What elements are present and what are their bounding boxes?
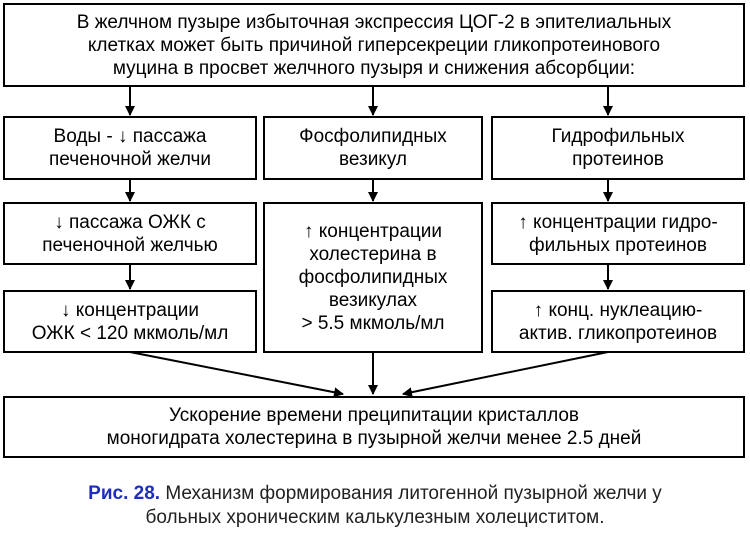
col2-box-1-line-2: везикул bbox=[338, 149, 408, 170]
col1-box-1: Воды - ↓ пассажа печеночной желчи bbox=[3, 116, 257, 180]
figure-caption: Рис. 28. Механизм формирования литогенно… bbox=[0, 482, 750, 530]
col1-box-3: ↓ концентрации ОЖК < 120 мкмоль/мл bbox=[3, 290, 257, 353]
col1-box-2-line-2: печеночной желчью bbox=[42, 234, 218, 256]
caption-line-2: больных хроническим калькулезным холецис… bbox=[145, 507, 605, 528]
col2-box-2: ↑ концентрации холестерина в фосфолипидн… bbox=[263, 202, 483, 353]
bottom-box: Ускорение времени преципитации кристалло… bbox=[3, 396, 745, 458]
arrow-col1-to-bottom bbox=[129, 351, 344, 398]
bottom-line-2: моногидрата холестерина в пузырной желчи… bbox=[106, 428, 642, 449]
col2-box-2-line-5: > 5.5 мкмоль/мл bbox=[301, 313, 445, 334]
col1-box-1-line-1: Воды - ↓ пассажа bbox=[53, 126, 207, 147]
col2-box-2-line-1: ↑ концентрации bbox=[303, 221, 443, 242]
col3-box-1: Гидрофильных протеинов bbox=[491, 116, 745, 180]
col1-box-2-line-1: ↓ пассажа ОЖК с bbox=[54, 211, 206, 233]
col3-box-2-line-1: ↑ концентрации гидро- bbox=[518, 211, 718, 233]
col3-box-2-line-2: фильных протеинов bbox=[528, 234, 707, 256]
figure-label: Рис. 28. bbox=[88, 483, 161, 504]
top-line-3: муцина в просвет желчного пузыря и сниже… bbox=[112, 57, 636, 79]
col1-box-1-line-2: печеночной желчи bbox=[48, 149, 211, 170]
col2-box-1: Фосфолипидных везикул bbox=[263, 116, 483, 180]
col1-box-3-line-1: ↓ концентрации bbox=[60, 299, 200, 321]
col3-box-1-line-1: Гидрофильных bbox=[551, 126, 685, 147]
col2-box-2-line-4: везикулах bbox=[328, 290, 418, 311]
caption-line-1: Рис. 28. Механизм формирования литогенно… bbox=[0, 482, 750, 506]
col3-box-3-line-2: актив. гликопротеинов bbox=[518, 322, 718, 344]
col3-box-3: ↑ конц. нуклеацию- актив. гликопротеинов bbox=[491, 290, 745, 353]
col1-box-3-line-2: ОЖК < 120 мкмоль/мл bbox=[31, 322, 229, 344]
top-line-2: клетках может быть причиной гиперсекреци… bbox=[87, 34, 661, 56]
col2-box-1-line-1: Фосфолипидных bbox=[299, 126, 447, 147]
col3-box-2: ↑ концентрации гидро- фильных протеинов bbox=[491, 202, 745, 265]
col3-box-3-line-1: ↑ конц. нуклеацию- bbox=[533, 299, 703, 321]
caption-line-1-text: Механизм формирования литогенной пузырно… bbox=[160, 483, 662, 504]
arrow-col3-to-bottom bbox=[402, 351, 609, 398]
col2-box-2-line-3: фосфолипидных bbox=[298, 267, 448, 288]
top-box: В желчном пузыре избыточная экспрессия Ц… bbox=[3, 3, 745, 87]
bottom-line-1: Ускорение времени преципитации кристалло… bbox=[168, 405, 580, 426]
top-line-1: В желчном пузыре избыточная экспрессия Ц… bbox=[76, 11, 672, 33]
col2-box-2-line-2: холестерина в bbox=[309, 244, 437, 265]
col1-box-2: ↓ пассажа ОЖК с печеночной желчью bbox=[3, 202, 257, 265]
col3-box-1-line-2: протеинов bbox=[572, 149, 664, 170]
